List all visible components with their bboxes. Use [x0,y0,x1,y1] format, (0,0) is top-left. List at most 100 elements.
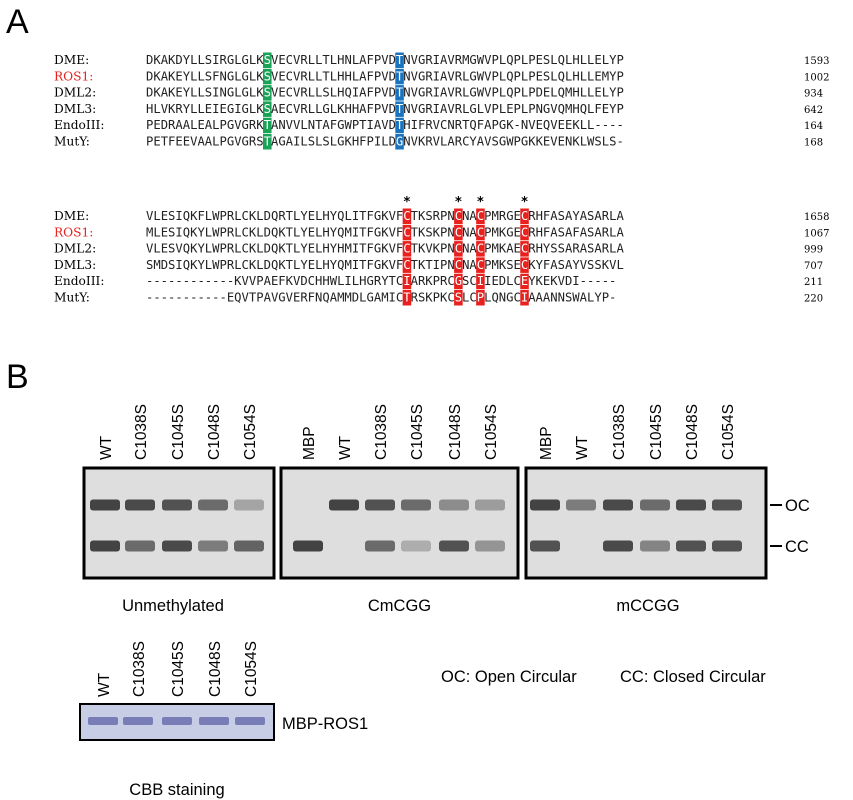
oc-band [401,499,431,511]
lane-label: C1038S [611,404,628,460]
lane-label: C1048S [207,641,224,697]
sequence-row: DKAKEYLLSINGLGLKSVECVRLLSLHQIAFPVDTNVGRI… [146,86,624,100]
cc-band [365,540,395,552]
cc-label: CC [785,538,809,556]
block2-highlight [454,208,463,224]
block1-highlight [395,52,404,68]
block2-highlight [402,257,412,273]
block2-highlight [476,273,485,290]
block1-highlight [395,134,404,150]
oc-band [566,499,596,511]
block1-highlight [395,68,404,85]
lane-label: WT [98,435,115,460]
conserved-cysteine-star: * [404,195,411,210]
sequence-end-number: 1658 [804,212,829,223]
lane-label: C1038S [373,404,390,460]
oc-band [365,499,395,511]
cbb-band [123,717,153,725]
block2-highlight [520,290,529,306]
cc-band [90,540,120,552]
cc-band [530,540,560,552]
block1-highlight [263,52,272,68]
block2-highlight [402,273,412,290]
block2-highlight [520,273,529,290]
cc-band [234,540,264,552]
lane-label: WT [96,672,113,697]
oc-band [475,499,505,511]
lane-label: C1045S [409,404,426,460]
panel-label-b: B [6,358,29,396]
block2-highlight [476,257,485,273]
sequence-end-number: 707 [804,261,823,272]
gel-panel [82,466,276,580]
sequence-name: DME: [54,53,89,67]
sequence-row: DKAKDYLLSIRGLGLKSVECVRLLTLHNLAFPVDTNVGRI… [146,53,624,67]
sequence-row: PETFEEVAALPGVGRSTAGAILSLSLGKHFPILDGNVKRV… [146,135,624,149]
conserved-cysteine-star: * [521,195,528,210]
oc-band [603,499,633,511]
block2-highlight [520,241,529,257]
sequence-row: ------------KVVPAEFKVDCHHWLILHGRYTCIARKP… [146,274,616,288]
oc-band [198,499,228,511]
gel-title: mCCGG [616,597,679,615]
oc-band [676,499,706,511]
sequence-name: DML3: [54,102,96,116]
sequence-row: -----------EQVTPAVGVERFNQAMMDLGAMICTRSKP… [146,291,616,305]
sequence-name: DML3: [54,258,96,272]
gel-panel [279,466,520,580]
block1-highlight [263,134,272,150]
block2-highlight [520,224,529,241]
cbb-band [88,717,118,725]
sequence-end-number: 1067 [804,228,829,239]
sequence-name: DML2: [54,242,96,256]
block2-highlight [476,224,485,241]
panel-label-a: A [6,3,29,41]
lane-label: C1038S [131,641,148,697]
block2-highlight [476,208,485,224]
block2-highlight [402,208,412,224]
block2-highlight [402,241,412,257]
sequence-row: MLESIQKYLWPRLCKLDQKTLYELHYQMITFGKVFCTKSK… [146,225,624,239]
cbb-band [235,717,265,725]
sequence-end-number: 1593 [804,56,829,67]
gel-title: CmCGG [368,597,431,615]
block1-highlight [263,117,272,134]
cbb-band [199,717,229,725]
lane-label: C1048S [206,404,223,460]
oc-band [162,499,192,511]
lane-label: C1054S [483,404,500,460]
cc-band [475,540,505,552]
block1-highlight [395,101,404,117]
gel-title: Unmethylated [122,597,224,615]
block1-highlight [395,85,404,101]
sequence-name: EndoIII: [54,118,104,132]
oc-band [439,499,469,511]
block1-highlight [395,117,404,134]
cc-band [439,540,469,552]
lane-label: C1054S [720,404,737,460]
lane-label: WT [337,435,354,460]
cc-band [712,540,742,552]
sequence-name: EndoIII: [54,274,104,288]
cc-band [401,540,431,552]
sequence-row: VLESVQKYLWPRLCKLDQKTLYELHYHMITFGKVFCTKVK… [146,242,624,256]
block1-highlight [263,68,272,85]
oc-band [90,499,120,511]
block2-highlight [402,224,412,241]
block2-highlight [402,290,412,306]
cc-band [162,540,192,552]
sequence-end-number: 164 [804,121,823,132]
lane-label: MBP [538,426,555,460]
cc-band [640,540,670,552]
block1-highlight [263,101,272,117]
sequence-name: DME: [54,209,89,223]
sequence-row: HLVKRYLLEIEGIGLKSAECVRLLGLKHHAFPVDTNVGRI… [146,102,624,116]
sequence-alignment: DME: DKAKDYLLSIRGLGLKSVECVRLLTLHNLAFPVDTN… [54,52,829,306]
oc-band [125,499,155,511]
sequence-row: DKAKEYLLSFNGLGLKSVECVRLLTLHHLAFPVDTNVGRI… [146,69,624,83]
oc-band [234,499,264,511]
block2-highlight [454,241,463,257]
oc-band [530,499,560,511]
cc-band [676,540,706,552]
